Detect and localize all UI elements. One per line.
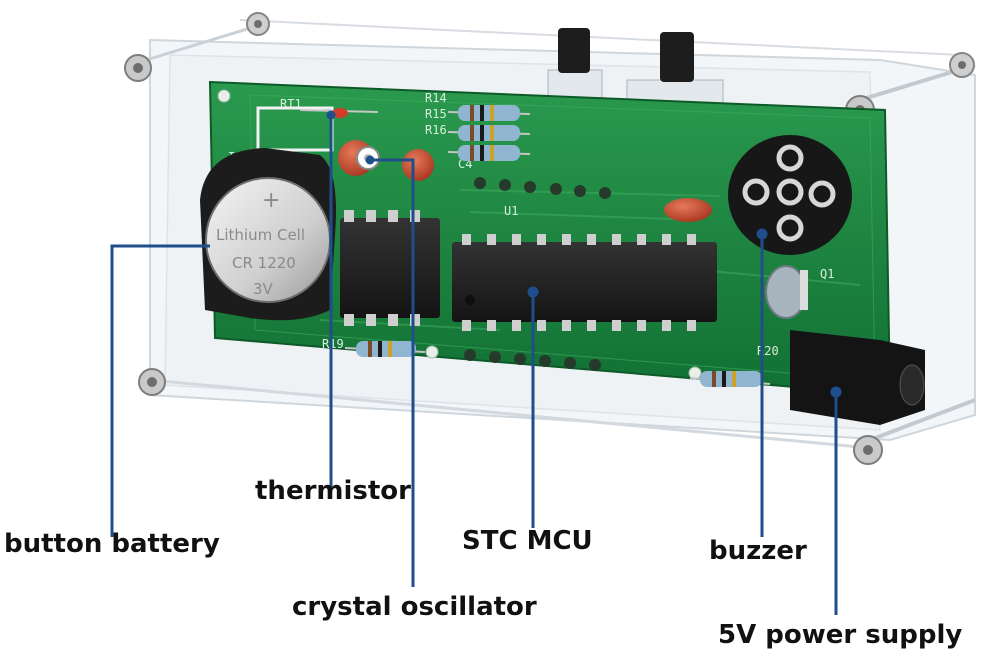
stc-mcu-chip: [452, 234, 717, 331]
silk-r16: R16: [425, 123, 447, 137]
electrolytic-capacitor: [765, 265, 808, 319]
power-jack: [790, 330, 925, 425]
battery-label-line3: 3V: [253, 280, 274, 298]
silk-q1: Q1: [820, 267, 834, 281]
callout-5v-power-supply: 5V power supply: [718, 620, 963, 650]
silk-r20: R20: [757, 344, 779, 358]
callout-thermistor: thermistor: [255, 476, 411, 506]
buzzer-component: [728, 135, 852, 255]
rtc-chip: [340, 210, 440, 326]
thermistor-component: [256, 106, 379, 152]
battery-label-line2: CR 1220: [232, 254, 296, 272]
callout-stc-mcu: STC MCU: [462, 526, 593, 556]
battery-plus-sign: +: [262, 188, 280, 213]
callout-crystal-oscillator: crystal oscillator: [292, 592, 537, 622]
callout-button-battery: button battery: [4, 529, 220, 559]
callout-buzzer: buzzer: [709, 536, 807, 566]
silk-u1: U1: [504, 204, 518, 218]
battery-holder: + Lithium Cell CR 1220 3V: [200, 148, 336, 321]
silk-r19: R19: [322, 337, 344, 351]
battery-label-line1: Lithium Cell: [216, 226, 305, 244]
header-pins: [464, 177, 611, 371]
resistors: [344, 105, 771, 387]
silk-r14: R14: [425, 91, 447, 105]
leader-lines: [110, 110, 842, 615]
silk-r15: R15: [425, 107, 447, 121]
